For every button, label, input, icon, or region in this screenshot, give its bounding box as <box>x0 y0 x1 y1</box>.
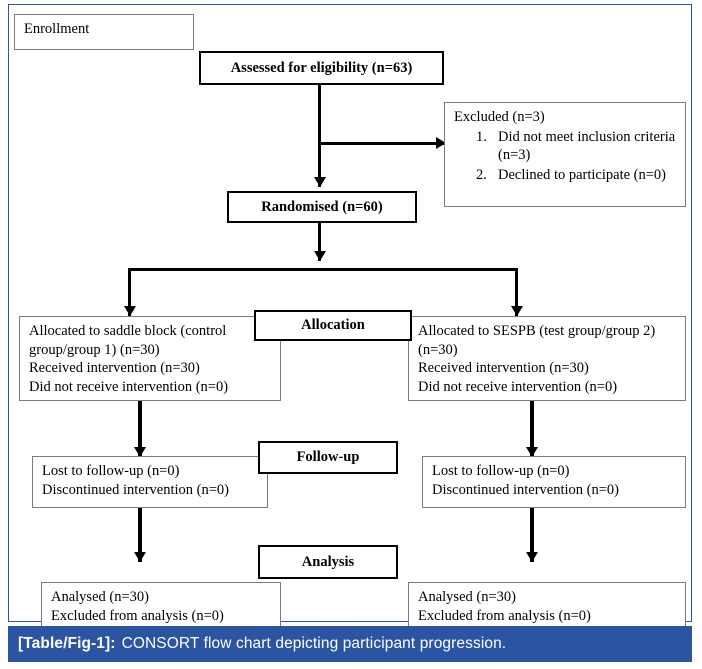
arrowhead-randomised-stem <box>314 251 326 261</box>
stage-label-allocation: Allocation <box>254 310 412 341</box>
list-item: 2. Declined to participate (n=0) <box>476 166 677 185</box>
node-allocation-right: Allocated to SESPB (test group/group 2) … <box>408 316 686 401</box>
node-allocation-left-line3: Did not receive intervention (n=0) <box>29 378 229 395</box>
node-randomised-text: Randomised (n=60) <box>261 198 383 215</box>
node-excluded-list: 1. Did not meet inclusion criteria (n=3)… <box>454 128 677 185</box>
stage-label-allocation-text: Allocation <box>301 317 365 334</box>
arrowhead-assessed-to-excluded <box>436 137 446 149</box>
connector-assessed-to-excluded <box>318 142 446 145</box>
arrowhead-alloc-to-followup-right <box>526 447 538 457</box>
list-item-number: 1. <box>476 128 487 145</box>
node-excluded-title: Excluded (n=3) <box>454 109 545 125</box>
stage-label-enrollment: Enrollment <box>14 14 194 50</box>
connector-followup-to-analysis-right <box>530 508 534 562</box>
figure-caption-text: CONSORT flow chart depicting participant… <box>121 635 507 652</box>
node-analysis-left-line1: Analysed (n=30) <box>51 589 149 605</box>
list-item-text: Did not meet inclusion criteria (n=3) <box>498 128 676 164</box>
connector-split-to-alloc-right <box>515 268 518 316</box>
stage-label-followup: Follow-up <box>258 441 398 474</box>
node-followup-left-line1: Lost to follow-up (n=0) <box>42 463 180 479</box>
connector-alloc-to-followup-left <box>138 401 142 457</box>
figure-caption-tag: [Table/Fig-1]: <box>18 635 116 652</box>
node-analysis-right-line2: Excluded from analysis (n=0) <box>418 607 591 624</box>
stage-label-followup-text: Follow-up <box>296 449 360 466</box>
node-randomised: Randomised (n=60) <box>227 191 417 223</box>
list-item-text: Declined to participate (n=0) <box>498 166 667 183</box>
node-allocation-left-line2: Received intervention (n=30) <box>29 360 200 377</box>
node-followup-left-line2: Discontinued intervention (n=0) <box>42 481 229 498</box>
node-allocation-left-line1: Allocated to saddle block (control group… <box>29 323 227 358</box>
list-item: 1. Did not meet inclusion criteria (n=3) <box>476 128 677 165</box>
connector-randomisation-split-bar <box>128 268 518 271</box>
stage-label-enrollment-text: Enrollment <box>24 21 90 37</box>
node-analysis-left-line2: Excluded from analysis (n=0) <box>51 607 224 624</box>
arrowhead-split-to-alloc-left <box>124 306 136 316</box>
node-allocation-right-line3: Did not receive intervention (n=0) <box>418 378 618 395</box>
connector-split-to-alloc-left <box>128 268 131 316</box>
node-analysis-right-line1: Analysed (n=30) <box>418 589 516 605</box>
arrowhead-assessed-to-randomised <box>314 177 326 187</box>
node-followup-right-line1: Lost to follow-up (n=0) <box>432 463 570 479</box>
connector-randomised-stem <box>318 223 321 261</box>
list-item-number: 2. <box>476 166 487 183</box>
arrowhead-split-to-alloc-right <box>511 306 523 316</box>
node-allocation-left: Allocated to saddle block (control group… <box>19 316 281 401</box>
arrowhead-followup-to-analysis-right <box>526 552 538 562</box>
connector-alloc-to-followup-right <box>530 401 534 457</box>
connector-assessed-to-randomised <box>318 85 321 187</box>
stage-label-analysis-text: Analysis <box>301 553 355 570</box>
node-followup-left: Lost to follow-up (n=0) Discontinued int… <box>32 456 268 508</box>
arrowhead-followup-to-analysis-left <box>134 552 146 562</box>
stage-label-analysis: Analysis <box>258 545 398 579</box>
node-followup-right-line2: Discontinued intervention (n=0) <box>432 481 619 498</box>
node-assessed-for-eligibility: Assessed for eligibility (n=63) <box>199 51 444 85</box>
node-allocation-right-line1: Allocated to SESPB (test group/group 2) … <box>418 323 656 358</box>
node-excluded: Excluded (n=3) 1. Did not meet inclusion… <box>444 102 686 207</box>
node-followup-right: Lost to follow-up (n=0) Discontinued int… <box>422 456 686 508</box>
arrowhead-alloc-to-followup-left <box>134 447 146 457</box>
node-allocation-right-line2: Received intervention (n=30) <box>418 360 589 377</box>
node-assessed-for-eligibility-text: Assessed for eligibility (n=63) <box>230 59 413 76</box>
figure-caption-bar: [Table/Fig-1]: CONSORT flow chart depict… <box>8 626 692 662</box>
connector-followup-to-analysis-left <box>138 508 142 562</box>
